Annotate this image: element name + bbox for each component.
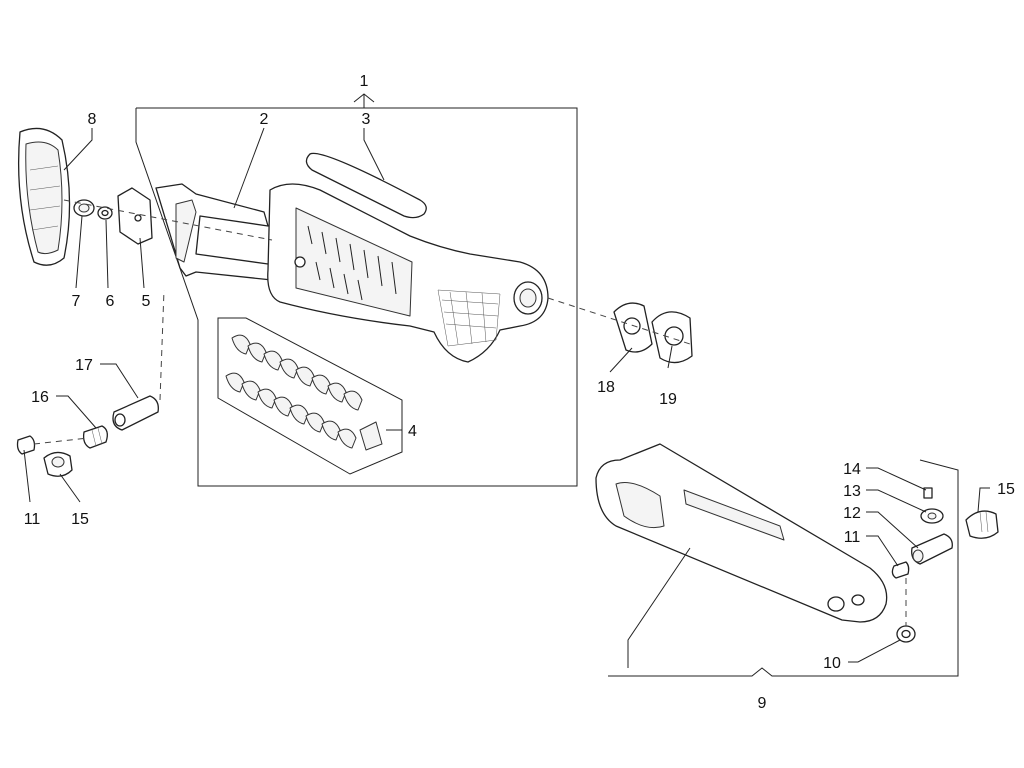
label-7: 7 bbox=[72, 293, 81, 310]
label-3: 3 bbox=[362, 111, 371, 128]
spacer-plate-18 bbox=[613, 302, 653, 353]
forend-part bbox=[595, 443, 888, 623]
sling-swivel-left-part bbox=[43, 451, 73, 477]
assembly-axes bbox=[33, 199, 907, 626]
spacer-set-box bbox=[217, 317, 403, 475]
label-14: 14 bbox=[843, 461, 861, 478]
callout-labels: 1 2 3 4 5 6 7 8 9 10 11 11 12 13 14 15 1… bbox=[24, 73, 1015, 712]
label-16: 16 bbox=[31, 389, 49, 406]
screw-left-part bbox=[16, 435, 36, 455]
plate-part bbox=[117, 187, 153, 245]
label-15-left: 15 bbox=[71, 511, 89, 528]
stock-body-slots bbox=[307, 225, 397, 301]
recoil-pad-part bbox=[17, 127, 71, 266]
spacer-plate-19 bbox=[651, 311, 693, 364]
label-18: 18 bbox=[597, 379, 615, 396]
label-10: 10 bbox=[823, 655, 841, 672]
cheek-piece-part bbox=[305, 152, 427, 219]
label-2: 2 bbox=[260, 111, 269, 128]
washer-part bbox=[97, 206, 113, 220]
label-11-right: 11 bbox=[844, 529, 861, 546]
label-15-right: 15 bbox=[997, 481, 1015, 498]
label-13: 13 bbox=[843, 483, 861, 500]
label-19: 19 bbox=[659, 391, 677, 408]
label-8: 8 bbox=[88, 111, 97, 128]
swivel-base-right-part bbox=[911, 533, 953, 565]
nut-part bbox=[73, 199, 95, 217]
label-17: 17 bbox=[75, 357, 93, 374]
spacer-slats bbox=[225, 334, 383, 451]
stock-frame-part bbox=[155, 183, 273, 281]
label-4: 4 bbox=[408, 423, 417, 440]
label-6: 6 bbox=[106, 293, 115, 310]
assembly-9-bracket bbox=[608, 459, 959, 677]
small-screw-part bbox=[923, 487, 933, 499]
sling-base-part bbox=[112, 395, 159, 431]
label-9: 9 bbox=[758, 695, 767, 712]
label-1: 1 bbox=[360, 73, 369, 90]
screw-right-part bbox=[891, 561, 910, 579]
sling-swivel-right-part bbox=[965, 510, 999, 539]
pistol-grip-texture bbox=[437, 289, 501, 347]
label-11-left: 11 bbox=[24, 511, 41, 528]
assembly-1-bracket bbox=[135, 93, 578, 487]
ring-part bbox=[896, 625, 916, 643]
label-12: 12 bbox=[843, 505, 861, 522]
stock-body-part bbox=[267, 183, 549, 363]
label-5: 5 bbox=[142, 293, 151, 310]
leader-lines bbox=[23, 127, 990, 668]
threaded-bushing-part bbox=[82, 425, 108, 449]
washer-right-part bbox=[920, 508, 944, 524]
